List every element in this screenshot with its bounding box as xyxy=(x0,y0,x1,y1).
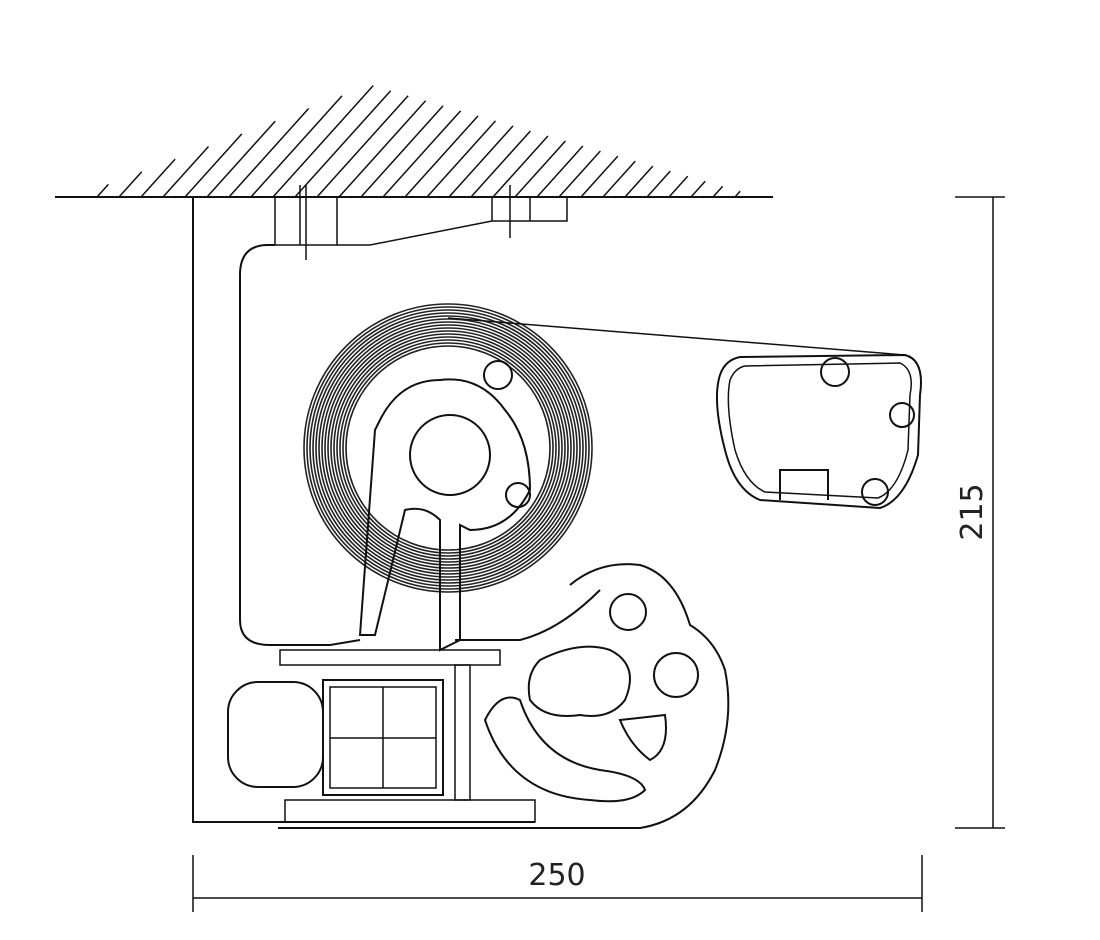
fabric-winding xyxy=(339,339,557,557)
bar-groove xyxy=(820,357,850,387)
fabric-roll xyxy=(303,303,593,593)
motor-block xyxy=(227,649,536,823)
fabric-winding xyxy=(315,315,581,581)
hatch-line xyxy=(250,95,343,198)
hatch-line xyxy=(448,125,514,198)
hatch-line xyxy=(382,110,462,198)
hatch-line xyxy=(668,175,689,198)
fabric-winding xyxy=(312,312,584,584)
hatch-line xyxy=(514,140,566,198)
bar-groove xyxy=(861,478,889,506)
width-dimension-label: 250 xyxy=(528,858,585,893)
hatch-line xyxy=(140,158,176,198)
hatch-line xyxy=(228,108,310,198)
hatch-line xyxy=(558,150,601,198)
roll-groove xyxy=(505,482,531,508)
hatch-line xyxy=(206,120,276,198)
fabric-winding xyxy=(336,336,560,560)
fabric-winding xyxy=(327,327,569,569)
fabric xyxy=(447,317,906,356)
hatch-line xyxy=(646,170,671,198)
hatch-line xyxy=(426,120,497,198)
bar-groove xyxy=(889,402,915,428)
width-dimension xyxy=(192,855,923,912)
fabric-winding xyxy=(330,330,566,566)
fabric-winding xyxy=(342,342,554,554)
fabric-winding xyxy=(303,303,593,593)
front-bar-profile xyxy=(716,353,922,510)
hatch-line xyxy=(536,145,584,198)
mounting-bracket xyxy=(274,185,568,260)
roller-profile xyxy=(358,378,532,652)
fabric-winding xyxy=(324,324,572,572)
fabric-winding xyxy=(333,333,563,563)
hatch-line xyxy=(492,135,549,198)
height-dimension xyxy=(955,196,1005,829)
arm-bracket xyxy=(483,593,699,803)
fabric-winding xyxy=(345,345,551,551)
hatch-line xyxy=(184,133,243,198)
cassette-housing xyxy=(192,197,730,829)
hatch-line xyxy=(96,183,109,198)
fabric-winding xyxy=(318,318,578,578)
front-bar-inner xyxy=(727,362,912,499)
hatch-line xyxy=(404,115,479,198)
fabric-winding xyxy=(306,306,590,590)
hatch-line xyxy=(712,185,724,198)
ceiling-hatching xyxy=(96,85,759,198)
fabric-winding xyxy=(321,321,575,575)
hatch-line xyxy=(690,180,706,198)
hatch-line xyxy=(602,160,636,198)
hatch-line xyxy=(360,105,444,198)
hatch-line xyxy=(272,85,374,198)
hatch-line xyxy=(162,145,210,198)
hatch-line xyxy=(294,90,392,198)
height-dimension-label: 215 xyxy=(955,483,990,540)
hatch-line xyxy=(316,95,409,198)
hatch-line xyxy=(624,165,654,198)
bar-slot xyxy=(779,469,829,500)
hatch-line xyxy=(470,130,532,198)
hatch-line xyxy=(118,171,143,198)
hatch-line xyxy=(580,155,619,198)
roller-tube xyxy=(409,414,491,496)
fabric-winding xyxy=(309,309,587,587)
hatch-line xyxy=(338,100,427,198)
roll-groove xyxy=(483,360,513,390)
